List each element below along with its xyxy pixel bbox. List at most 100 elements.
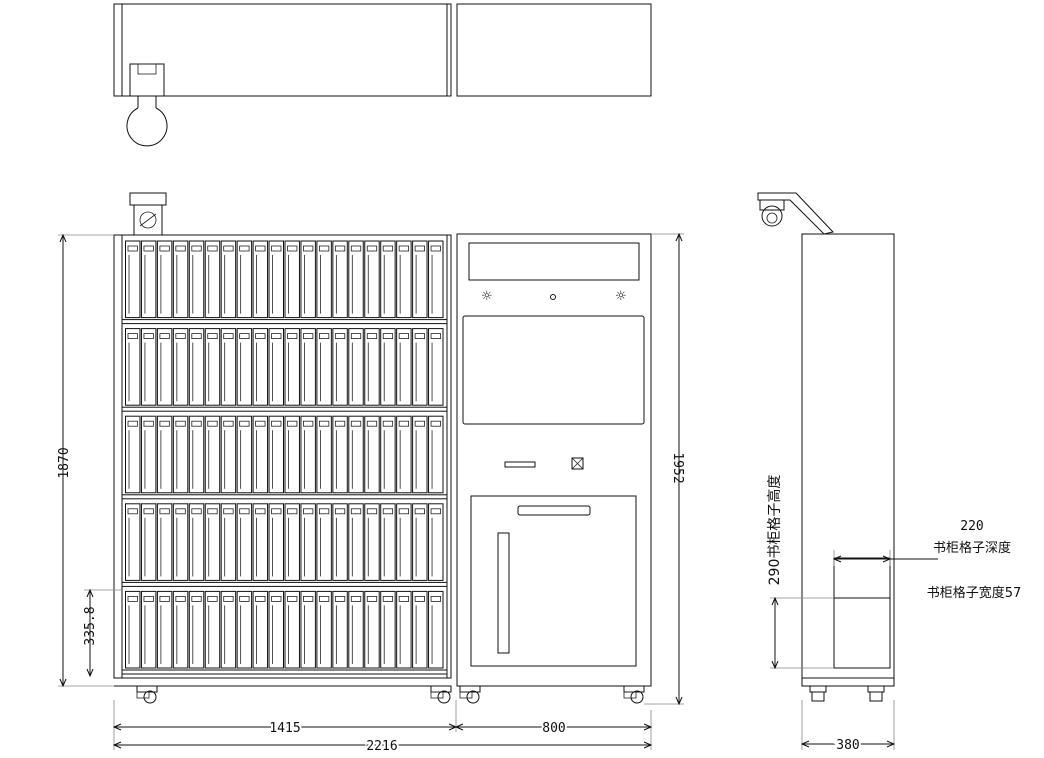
book-spine (204, 415, 221, 494)
cell-depth-note: 书柜格子深度 (933, 540, 1011, 556)
book-spine (428, 415, 444, 494)
book-spine (268, 590, 284, 669)
book-spine (412, 590, 428, 669)
terminal-top-panel (468, 242, 640, 281)
book-spine (380, 328, 396, 406)
book-spine (140, 240, 157, 319)
book-spine (396, 240, 412, 319)
book-spine (300, 590, 316, 669)
book-spine (188, 240, 205, 319)
caster-wheel-icon (430, 685, 452, 704)
dim-side-depth-label: 380 (836, 738, 859, 753)
top-view-camera-icon (126, 63, 168, 147)
book-spine (316, 328, 332, 406)
bookcase-shelves (121, 240, 448, 675)
book-spine (268, 415, 284, 494)
book-spine (188, 503, 205, 581)
side-cabinet (801, 233, 895, 687)
dim-terminal-width-label: 800 (542, 721, 565, 736)
book-spine (156, 328, 173, 406)
book-spine (332, 590, 348, 669)
book-spine (380, 590, 396, 669)
book-spine (125, 240, 141, 319)
indicator-dot-icon (550, 294, 556, 300)
top-view (113, 3, 652, 147)
book-spine (140, 328, 157, 406)
caster-wheel-icon (459, 685, 481, 704)
book-spine (220, 503, 237, 581)
book-spine (428, 503, 444, 581)
door-handle (497, 532, 510, 654)
book-spine (316, 415, 332, 494)
book-spine (204, 328, 221, 406)
book-spine (316, 590, 332, 669)
book-spine (125, 503, 141, 581)
scanner-icon (571, 457, 584, 470)
cell-height-note: 书柜格子高度 (766, 475, 783, 559)
book-spine (236, 503, 253, 581)
book-spine (364, 328, 380, 406)
book-spine (172, 240, 189, 319)
book-spine (348, 415, 364, 494)
shelf-board (121, 494, 448, 500)
dim-cell-height: 290书柜格子高度 (766, 475, 834, 670)
book-spine (140, 415, 157, 494)
book-spine (220, 240, 237, 319)
book-spine (332, 328, 348, 406)
book-spine (172, 503, 189, 581)
book-spine (188, 590, 205, 669)
dim-widths: 1415 800 2216 (112, 700, 653, 756)
dim-cell-depth-label: 220 (960, 519, 983, 534)
dim-bookcase-width-label: 1415 (269, 721, 300, 736)
side-camera-arm-icon (757, 192, 834, 235)
dim-overall-height-label: 1870 (57, 447, 72, 478)
book-spine (156, 240, 173, 319)
book-spine (204, 503, 221, 581)
shelf-board (121, 319, 448, 325)
book-spine (125, 590, 141, 669)
book-spine (188, 328, 205, 406)
front-view: ☼ ☼ (57, 192, 685, 756)
top-view-terminal (456, 3, 652, 97)
cell-box-lower (833, 597, 891, 669)
book-spine (332, 240, 348, 319)
book-spine (364, 415, 380, 494)
book-spine (268, 328, 284, 406)
book-spine (412, 503, 428, 581)
book-spine (236, 415, 253, 494)
svg-text:290书柜格子高度: 290书柜格子高度 (766, 475, 783, 586)
book-spine (284, 503, 300, 581)
book-spine (236, 240, 253, 319)
book-spine (348, 503, 364, 581)
book-spine (252, 590, 269, 669)
dim-side-depth: 380 (800, 700, 896, 755)
book-spine (348, 590, 364, 669)
book-spine (396, 503, 412, 581)
book-spine (428, 328, 444, 406)
book-spine (428, 590, 444, 669)
caster-wheel-icon (136, 685, 158, 704)
dim-terminal-height: 1952 (644, 232, 685, 706)
book-spine (300, 240, 316, 319)
book-spine (252, 240, 269, 319)
dim-cell-pitch: 335.8 (83, 588, 122, 678)
dim-cell-depth: 220 书柜格子深度 (832, 519, 1011, 566)
book-spine (236, 590, 253, 669)
front-camera-icon (129, 192, 167, 236)
book-spine (300, 328, 316, 406)
book-spine (364, 503, 380, 581)
book-spine (140, 590, 157, 669)
indicator-light-left-icon: ☼ (481, 289, 493, 304)
book-spine (348, 328, 364, 406)
book-spine (332, 415, 348, 494)
book-spine (300, 503, 316, 581)
book-spine (348, 240, 364, 319)
dim-total-width-label: 2216 (366, 739, 397, 754)
book-spine (300, 415, 316, 494)
book-spine (204, 240, 221, 319)
book-spine (396, 590, 412, 669)
book-spine (332, 503, 348, 581)
book-spine (252, 328, 269, 406)
terminal-cabinet (456, 233, 652, 687)
